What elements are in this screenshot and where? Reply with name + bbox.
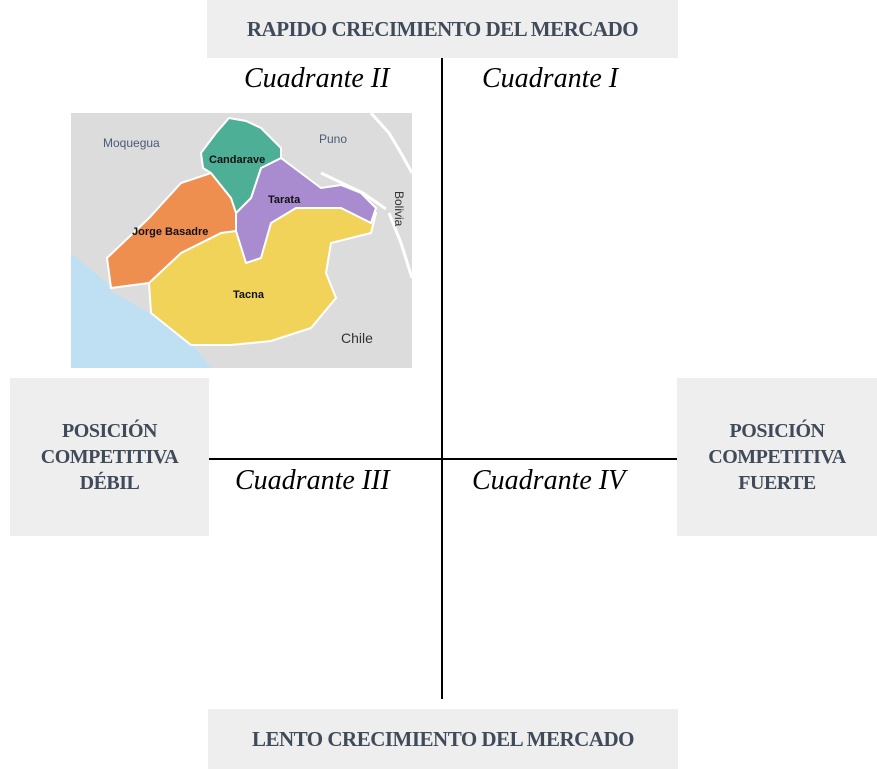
map-label-tacna: Tacna xyxy=(233,289,265,301)
top-axis-label-box: RAPIDO CRECIMIENTO DEL MERCADO xyxy=(207,0,678,58)
quadrant-3-label: Cuadrante III xyxy=(235,465,390,496)
map-label-bolivia: Bolivia xyxy=(392,191,406,227)
map-border-line xyxy=(369,113,412,174)
quadrant-4-label: Cuadrante IV xyxy=(472,465,626,496)
map-label-tarata: Tarata xyxy=(268,194,301,206)
left-axis-label-line-2: COMPETITIVA xyxy=(40,446,179,468)
right-axis-label-box: POSICIÓN COMPETITIVA FUERTE xyxy=(677,378,877,536)
bottom-axis-label-box: LENTO CRECIMIENTO DEL MERCADO xyxy=(208,709,678,769)
region-candarave xyxy=(199,116,282,215)
quadrant-1-label: Cuadrante I xyxy=(482,63,619,94)
top-axis-label: RAPIDO CRECIMIENTO DEL MERCADO xyxy=(246,16,639,41)
bottom-axis-label: LENTO CRECIMIENTO DEL MERCADO xyxy=(251,726,635,751)
map-sea xyxy=(71,253,211,368)
quadrant-2-label: Cuadrante II xyxy=(244,63,390,94)
tacna-region-map: Moquegua Puno Candarave Tarata Jorge Bas… xyxy=(71,113,412,368)
map-label-candarave: Candarave xyxy=(209,154,265,166)
map-label-chile: Chile xyxy=(341,330,373,346)
left-axis-label-line-3: DÉBIL xyxy=(79,472,140,494)
right-axis-label-line-1: POSICIÓN xyxy=(729,420,825,442)
left-axis-label-line-1: POSICIÓN xyxy=(62,420,157,442)
map-border-line xyxy=(320,171,387,211)
right-axis-label-line-2: COMPETITIVA xyxy=(708,446,846,468)
left-axis-label-box: POSICIÓN COMPETITIVA DÉBIL xyxy=(10,378,209,536)
map-label-moquegua: Moquegua xyxy=(103,136,160,150)
right-axis-label-line-3: FUERTE xyxy=(738,472,816,494)
vertical-axis-line xyxy=(441,58,443,699)
horizontal-axis-line xyxy=(209,458,677,460)
map-label-puno: Puno xyxy=(319,132,347,146)
map-label-jorge-basadre: Jorge Basadre xyxy=(132,226,208,238)
map-border-line xyxy=(387,212,412,279)
